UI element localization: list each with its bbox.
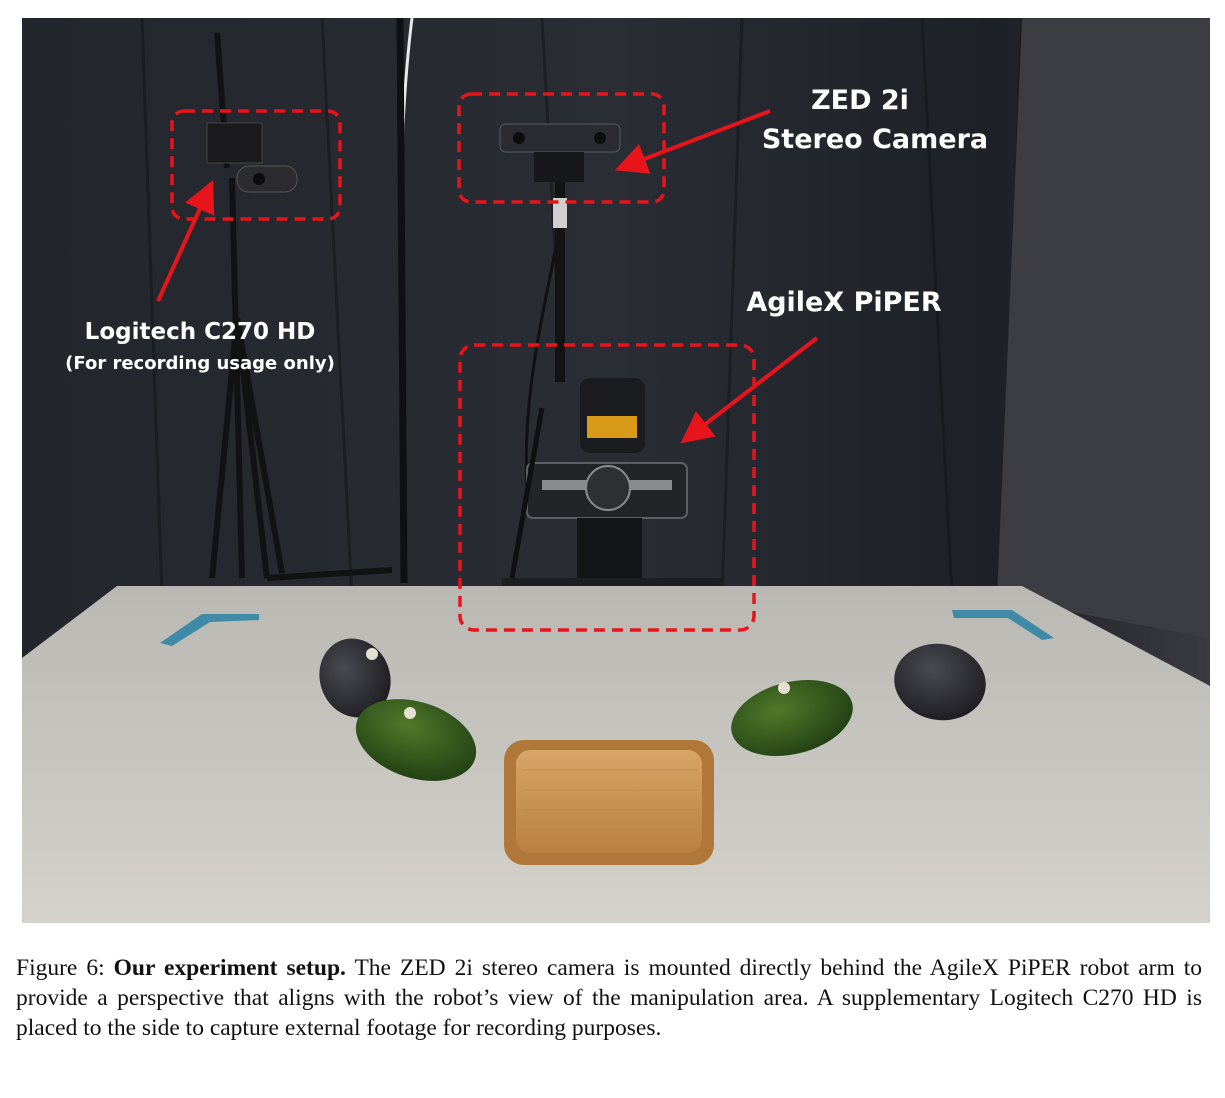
caption-body: The ZED 2i stereo camera is mounted dire… bbox=[16, 955, 1202, 1041]
piper-highlight-box bbox=[458, 343, 756, 632]
bamboo-tray bbox=[504, 740, 714, 865]
piper-label: AgileX PiPER bbox=[746, 287, 942, 318]
caption-title: Our experiment setup. bbox=[113, 955, 346, 981]
logitech-camera bbox=[206, 122, 298, 193]
annotation-arrows bbox=[156, 109, 819, 444]
cable bbox=[524, 217, 564, 489]
zed-camera-mount bbox=[499, 123, 621, 382]
piper-arrow bbox=[680, 336, 819, 444]
figure-caption: Figure 6: Our experiment setup. The ZED … bbox=[16, 953, 1202, 1043]
light-stand bbox=[396, 18, 408, 584]
avocados bbox=[319, 638, 986, 781]
annotation-boxes bbox=[170, 92, 756, 632]
logitech-tripod bbox=[209, 32, 393, 581]
figure-photo: ZED 2i Stereo Camera AgileX PiPER Logite… bbox=[22, 18, 1210, 923]
logitech-arrow bbox=[156, 180, 215, 302]
side-panel bbox=[997, 18, 1210, 638]
caption-label: Figure 6: bbox=[16, 955, 105, 981]
zed-label-line1: ZED 2i bbox=[811, 85, 909, 116]
zed-arrow bbox=[614, 109, 771, 174]
logitech-label-line2: (For recording usage only) bbox=[65, 353, 335, 374]
zed-highlight-box bbox=[457, 92, 666, 204]
tape-markers bbox=[160, 610, 1054, 646]
zed-label-line2: Stereo Camera bbox=[762, 124, 988, 155]
logitech-highlight-box bbox=[170, 109, 342, 221]
logitech-label-line1: Logitech C270 HD bbox=[85, 319, 316, 345]
